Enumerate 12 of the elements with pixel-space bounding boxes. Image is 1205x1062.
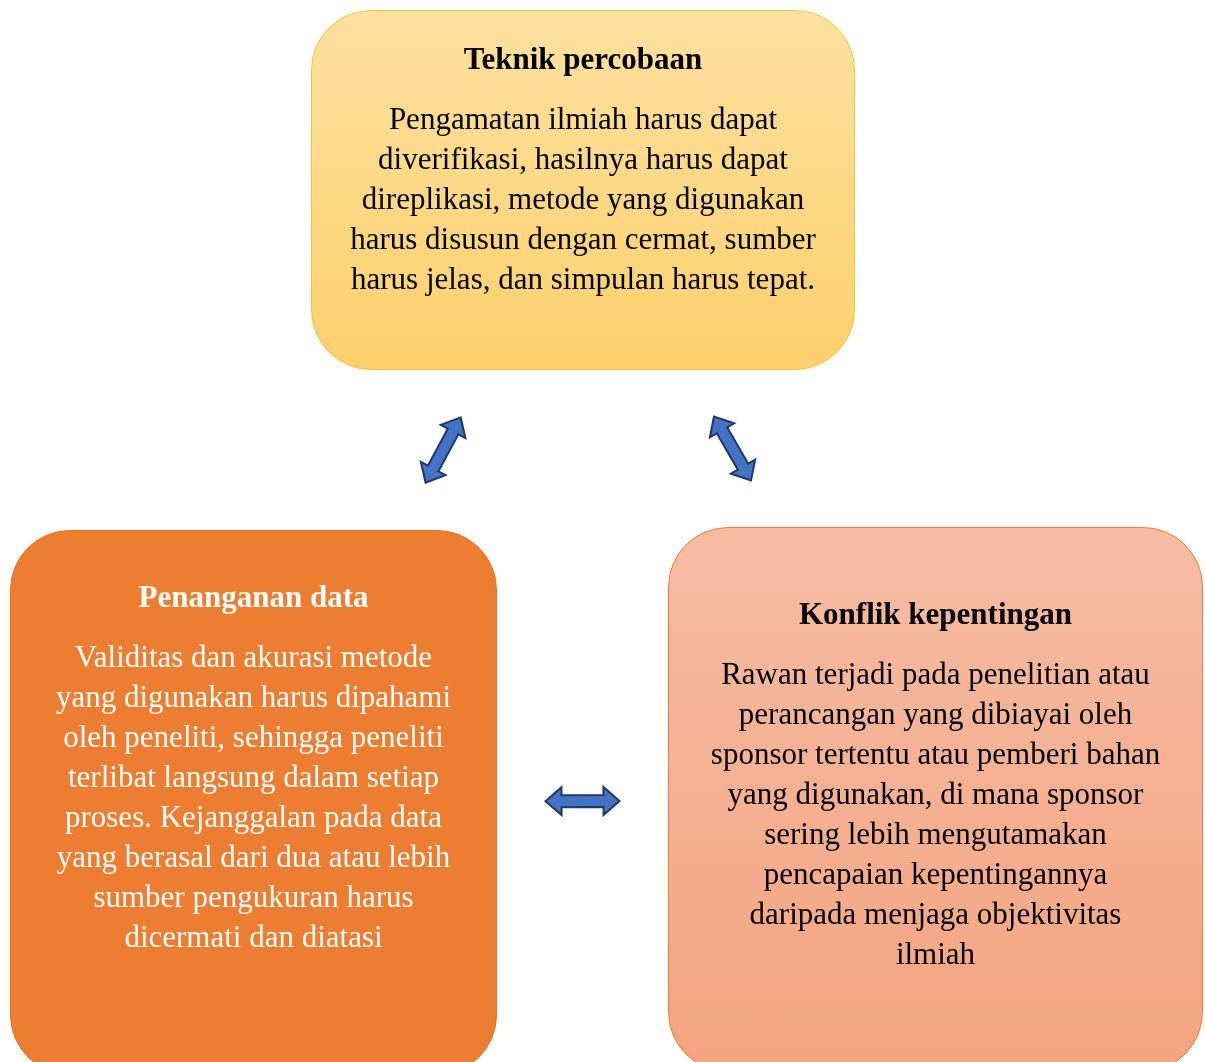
box-title: Penanganan data [138, 579, 369, 615]
box-title: Konflik kepentingan [798, 596, 1073, 632]
double-arrow [708, 415, 757, 482]
box-description: Pengamatan ilmiah harus dapat diverifikasi, hasilnya harus dapat direplikasi, metode yang digunakan harus disusun dengan cermat, sumber harus jelas, dan simpulan harus tepat. [350, 100, 816, 298]
double-arrow [544, 784, 621, 818]
rounded-box [668, 527, 1203, 1062]
box-description: Rawan terjadi pada penelitian atau perancangan yang dibiayai oleh sponsor tertentu atau pemberi bahan yang digunakan, di mana sponsor sering lebih mengutamakan pencapaian kepentingannya daripada menjaga objektivitas ilmiah [709, 655, 1162, 973]
box-title: Teknik percobaan [463, 41, 703, 77]
box-description: Validitas dan akurasi metode yang digunakan harus dipahami oleh peneliti, sehingga peneliti terlibat langsung dalam setiap proses. Kejanggalan pada data yang berasal dari dua atau lebih sumber pengukuran harus dicermati dan diatasi [55, 638, 452, 956]
double-arrow [419, 416, 467, 484]
rounded-box [311, 10, 855, 370]
rounded-box [10, 530, 497, 1062]
